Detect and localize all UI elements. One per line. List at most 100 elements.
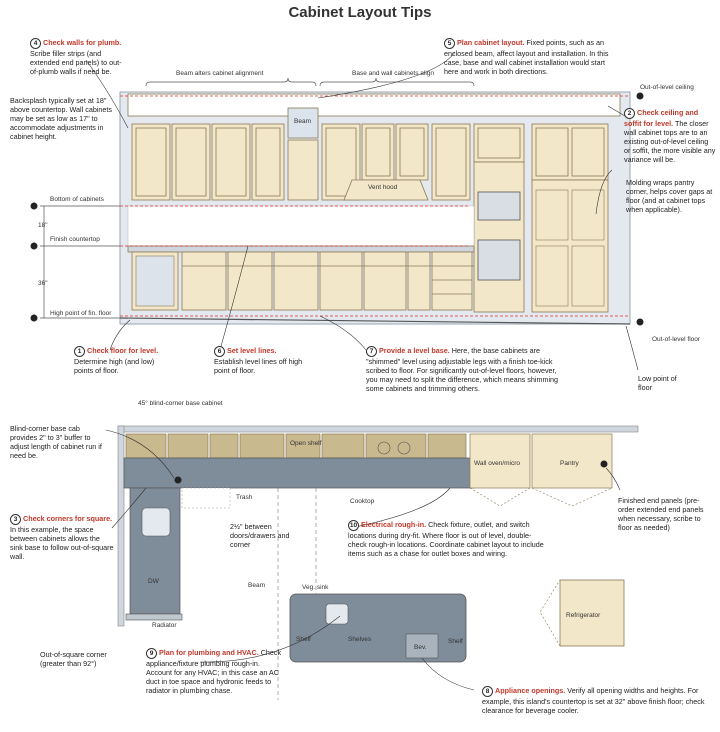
dw-panel <box>135 255 175 307</box>
tip-number: 7 <box>366 346 377 357</box>
tip-number: 2 <box>624 108 635 119</box>
label-veg-sink: Veg. sink <box>302 584 329 591</box>
label-shelf-1: Shelf <box>296 636 311 643</box>
label-shelf-2: Shelf <box>448 638 463 645</box>
tip-number: 3 <box>10 514 21 525</box>
wall-cabinets <box>131 123 609 201</box>
leader-lines <box>85 51 639 691</box>
plan-wall-left <box>117 425 125 627</box>
plan-sink <box>141 507 171 537</box>
label-blind-corner-cab: 45° blind-corner base cabinet <box>138 400 223 407</box>
tip-body: Verify all opening widths and heights. F… <box>482 686 705 715</box>
label-between-doors: 2½" between doors/drawers and corner <box>230 522 290 549</box>
label-trash: Trash <box>236 494 253 501</box>
floor-line <box>119 317 631 325</box>
label-dim-18: 18" <box>38 222 48 229</box>
tip-body: The closer wall cabinet tops are to an e… <box>624 119 716 164</box>
tip-body: Here, the base cabinets are "shimmed" le… <box>366 346 559 393</box>
label-radiator: Radiator <box>152 622 177 629</box>
tip-body: Determine high (and low) points of floor… <box>74 357 155 375</box>
plan-radiator <box>125 613 183 621</box>
microwave <box>477 191 521 221</box>
label-base-wall-align: Base and wall cabinets align <box>352 70 435 77</box>
level-lines <box>120 95 630 317</box>
tip-number: 9 <box>146 648 157 659</box>
tip-heading: Check corners for square. <box>23 514 113 523</box>
label-cooktop: Cooktop <box>350 498 375 505</box>
label-high-point: High point of fin. floor <box>50 310 112 317</box>
level-targets <box>30 92 644 326</box>
label-shelves: Shelves <box>348 636 372 643</box>
label-dw: DW <box>148 578 159 585</box>
plan-pantry <box>531 433 613 489</box>
label-molding: Molding wraps pantry corner, helps cover… <box>626 178 713 214</box>
oven-tower <box>473 161 525 313</box>
soffit <box>127 93 621 117</box>
vent-hood-shape <box>343 179 429 201</box>
tip-body: Check fixture, outlet, and switch locati… <box>348 520 544 558</box>
tip-heading: Check ceiling and soffit for level. <box>624 108 699 128</box>
countertop <box>127 245 475 253</box>
tip-heading: Set level lines. <box>227 346 277 355</box>
beam-box <box>287 107 319 139</box>
label-beam: Beam <box>294 118 311 125</box>
label-bottom-cabinets: Bottom of cabinets <box>50 196 104 203</box>
label-refrigerator: Refrigerator <box>566 612 601 619</box>
label-beam-alters: Beam alters cabinet alignment <box>176 70 264 77</box>
base-cabinets <box>131 251 474 311</box>
backsplash <box>127 205 475 247</box>
label-dim-36: 36" <box>38 280 48 287</box>
label-blind-corner-note: Blind-corner base cab provides 2" to 3" … <box>10 424 102 460</box>
tip-heading: Plan for plumbing and HVAC. <box>159 648 259 657</box>
label-out-square: Out-of-square corner (greater than 92°) <box>40 650 107 668</box>
tip-body: In this example, the space between cabin… <box>10 525 114 561</box>
plan-island <box>289 593 467 663</box>
tip-body: Scribe filler strips (and extended end p… <box>30 49 122 76</box>
label-wall-ovens: Wall oven/micro <box>474 460 520 467</box>
label-beam2: Beam <box>248 582 265 589</box>
tip-number: 10 <box>348 520 359 531</box>
tip-heading: Check walls for plumb. <box>43 38 122 47</box>
tip-heading: Electrical rough-in. <box>361 520 427 529</box>
wall-oven <box>477 239 521 281</box>
plan-wall-oven <box>469 433 531 489</box>
tip-number: 8 <box>482 686 493 697</box>
tip-number: 4 <box>30 38 41 49</box>
label-backsplash: Backsplash typically set at 18" above co… <box>10 96 113 141</box>
plan-sink-run <box>129 487 181 615</box>
tip-body: Fixed points, such as an enclosed beam, … <box>444 38 609 76</box>
plan-refrigerator <box>559 579 625 647</box>
tip-heading: Provide a level base. <box>379 346 450 355</box>
label-vent-hood: Vent hood <box>368 184 398 191</box>
label-finished-end: Finished end panels (pre-order extended … <box>618 496 704 532</box>
label-bev: Bev. <box>414 644 427 651</box>
label-finish-countertop: Finish countertop <box>50 236 100 243</box>
tip-body: Check appliance/fixture plumbing rough-i… <box>146 648 282 695</box>
label-pantry: Pantry <box>560 460 579 467</box>
tip-number: 1 <box>74 346 85 357</box>
tip-heading: Plan cabinet layout. <box>457 38 525 47</box>
label-out-level-floor: Out-of-level floor <box>652 336 701 343</box>
label-low-point: Low point of floor <box>638 374 677 392</box>
tip-heading: Check floor for level. <box>87 346 159 355</box>
diagram-title: Cabinet Layout Tips <box>288 4 432 21</box>
plan-wall-top <box>117 425 639 433</box>
tip-number: 5 <box>444 38 455 49</box>
tip-body: Establish level lines off high point of … <box>214 357 303 375</box>
plan-base-run <box>125 433 467 459</box>
tip-heading: Appliance openings. <box>495 686 566 695</box>
label-out-level-ceiling: Out-of-level ceiling <box>640 84 694 91</box>
plan-countertop-run <box>123 457 475 489</box>
label-open-shelf: Open shelf <box>290 440 322 447</box>
